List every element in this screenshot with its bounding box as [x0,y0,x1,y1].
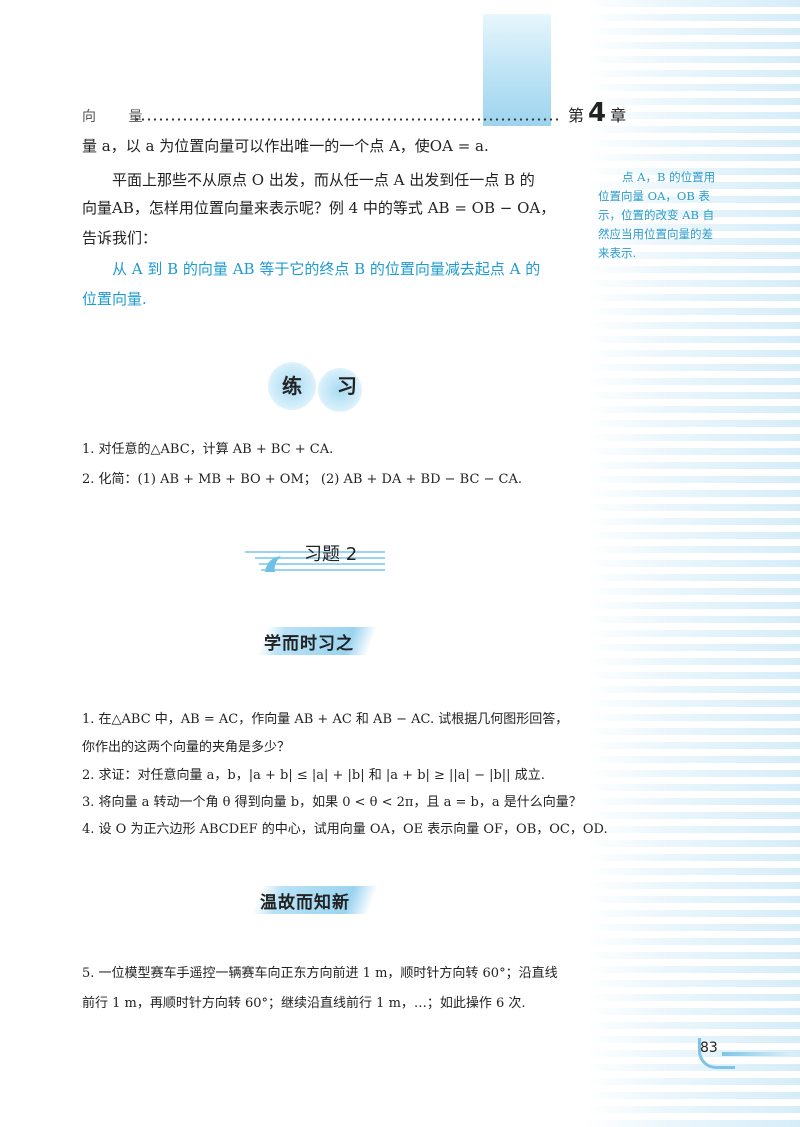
body-line-3: 向量AB，怎样用位置向量来表示呢？例 4 中的等式 AB = OB − OA， [82,199,556,217]
exercise-title: 习题 2 [304,544,358,565]
subsection-title-2: 温故而知新 [260,893,350,913]
exercise-wave-decoration [245,551,385,572]
margin-note-line: 示，位置的改变 AB 自 [598,208,715,222]
header-dot-leader [134,118,562,121]
practice-item-2: 2. 化简：(1) AB + MB + BO + OM； (2) AB + DA… [82,472,523,487]
body-line-1: 量 a，以 a 为位置向量可以作出唯一的一个点 A，使OA = a. [82,137,489,155]
chapter-number: 4 [588,98,607,128]
exercise-item-3: 3. 将向量 a 转动一个角 θ 得到向量 b，如果 0 < θ < 2π，且 … [82,795,582,810]
practice-title-bubble [318,368,362,412]
body-line-2: 平面上那些不从原点 O 出发，而从任一点 A 出发到任一点 B 的 [112,171,535,189]
margin-note-line: 位置向量 OA，OB 表 [598,189,710,203]
chapter-tab-decoration [483,14,551,126]
page-number: 83 [700,1040,718,1056]
margin-note-line: 来表示. [598,246,637,260]
page-number-decoration [698,1038,735,1069]
practice-item-1: 1. 对任意的△ABC，计算 AB + BC + CA. [82,442,334,457]
exercise-item-2: 2. 求证：对任意向量 a，b，|a + b| ≤ |a| + |b| 和 |a… [82,768,545,783]
exercise-item-1-cont: 你作出的这两个向量的夹角是多少？ [82,740,291,755]
subsection-title-1: 学而时习之 [264,634,354,654]
margin-note-line: 然应当用位置向量的差 [598,227,713,241]
page-number-line [722,1052,790,1056]
chapter-suffix: 章 [610,106,627,125]
body-line-4: 告诉我们： [82,229,158,247]
highlight-line-1: 从 A 到 B 的向量 AB 等于它的终点 B 的位置向量减去起点 A 的 [112,260,541,278]
exercise-item-4: 4. 设 O 为正六边形 ABCDEF 的中心，试用向量 OA，OE 表示向量 … [82,822,608,837]
practice-title: 练 习 [282,374,371,398]
exercise-item-5: 5. 一位模型赛车手遥控一辆赛车向正东方向前进 1 m，顺时针方向转 60°；沿… [82,966,558,981]
margin-note-line: 点 A，B 的位置用 [622,170,716,184]
highlight-line-2: 位置向量. [82,290,147,308]
margin-note: 点 A，B 的位置用 位置向量 OA，OB 表 示，位置的改变 AB 自 然应当… [598,168,756,263]
practice-title-bubble [268,362,316,410]
side-stripe-fade [585,0,800,1127]
exercise-item-1: 1. 在△ABC 中，AB = AC，作向量 AB + AC 和 AB − AC… [82,712,569,727]
exercise-item-5-cont: 前行 1 m，再顺时针方向转 60°；继续沿直线前行 1 m，…；如此操作 6 … [82,996,526,1011]
chapter-prefix: 第 [568,106,585,125]
header-section-label: 向 量 [82,109,157,125]
